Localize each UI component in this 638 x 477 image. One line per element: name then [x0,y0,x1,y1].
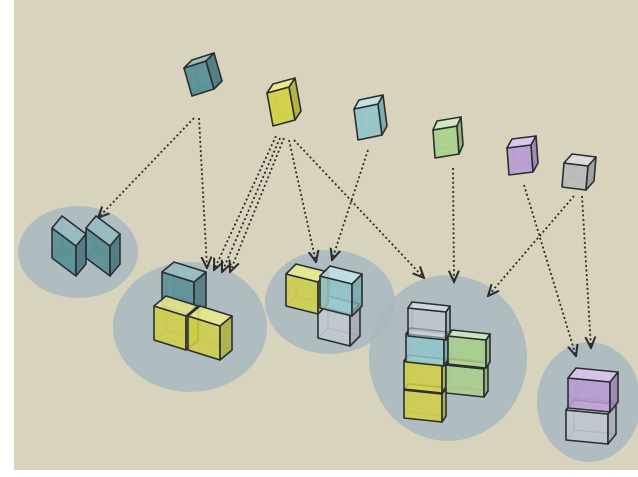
arrow-yellow-to-group-2b [222,137,281,272]
cubes-layer [51,52,619,445]
green-cube [432,116,464,159]
arrow-yellow-to-group-4 [293,139,424,278]
arrow-cyan-to-group-3 [332,149,369,260]
assembly-teal-yellow [153,261,233,361]
assembly-yellow-cyan [285,263,363,347]
assembly-teal-pair [51,215,121,277]
group4-cube-cyan [405,327,449,367]
group2-cube-yellow-right [187,305,233,361]
arrow-yellow-to-group-2c [230,137,285,272]
group3-cube-cyan [319,265,363,317]
arrow-violet-to-group-5 [523,184,576,356]
group1-cube-right [85,215,121,277]
group5-cube-violet [567,367,619,413]
cyan-cube [353,94,388,141]
group1-cube-left [51,215,87,277]
assembly-tower [403,301,491,423]
arrow-yellow-to-group-2a [214,135,277,270]
assembly-violet-stack [565,367,619,445]
teal-cube [183,52,223,97]
arrow-teal-to-group-2 [198,117,207,268]
gray-cube [561,153,597,191]
arrow-gray-to-group-4 [488,195,575,296]
arrows-layer [98,117,591,356]
arrow-teal-to-group-1 [98,117,195,218]
violet-cube [506,135,539,176]
arrow-green-to-group-4 [453,167,454,282]
group4-cube-glass-top [407,301,451,341]
cube-assembly-diagram [14,0,638,470]
group4-cube-green-upper [447,329,491,369]
yellow-cube [266,77,302,127]
diagram-canvas [14,0,638,470]
